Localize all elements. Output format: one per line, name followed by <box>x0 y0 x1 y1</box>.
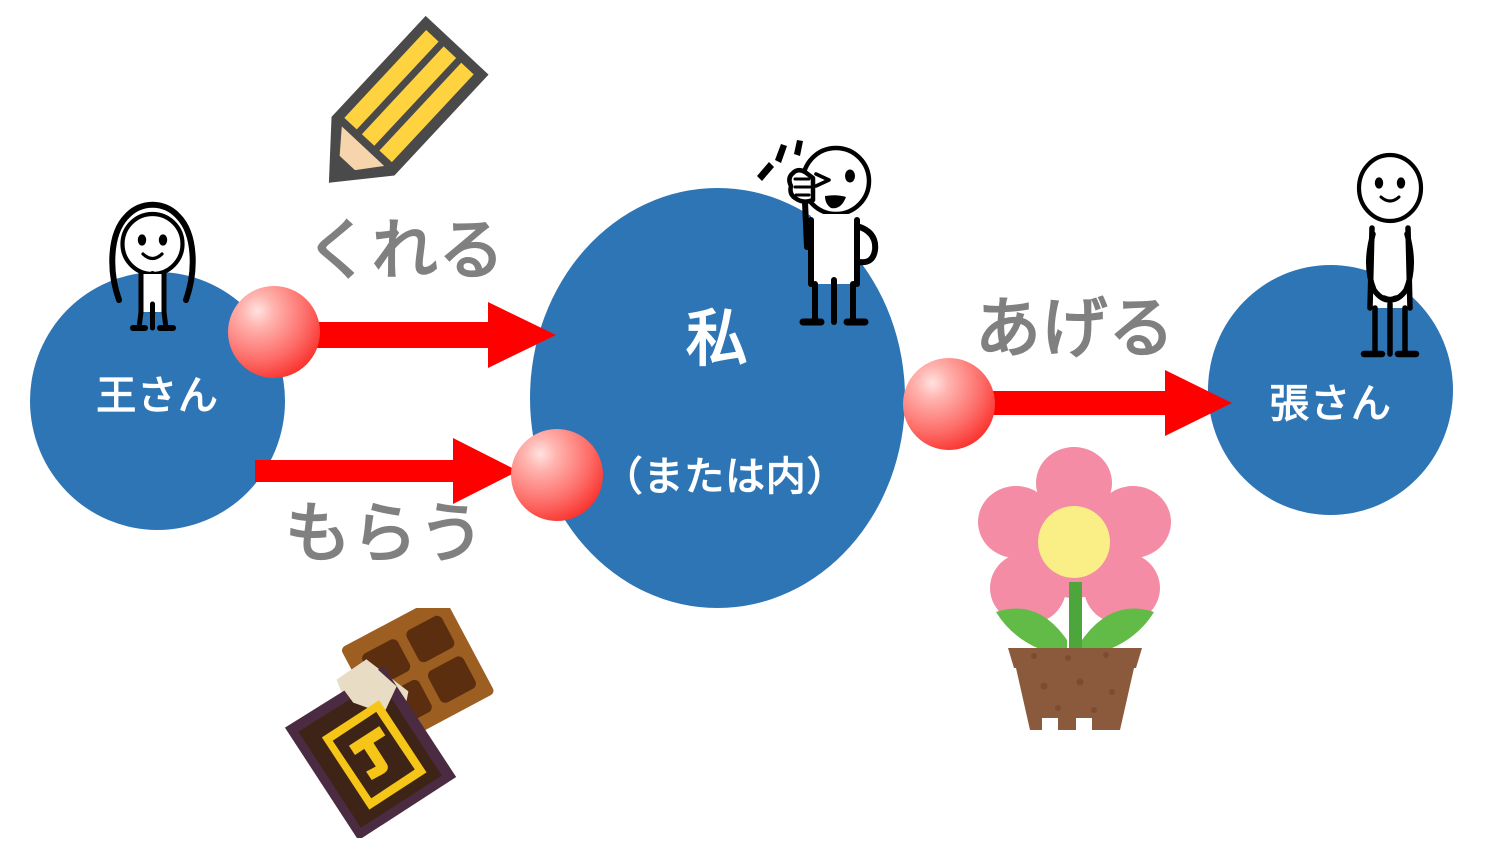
sphere-kureru-source <box>228 286 320 378</box>
potted-flower-icon <box>972 442 1177 740</box>
stick-figure-arms-up <box>95 172 210 334</box>
stick-figure-standing <box>1340 148 1440 368</box>
sphere-morau-target <box>511 429 603 521</box>
node-me-sublabel: （または内） <box>602 455 848 499</box>
node-zhang-label: 張さん <box>1269 382 1392 426</box>
stick-figure-thumbs-up-wink <box>745 134 885 334</box>
node-wang-label: 王さん <box>96 374 219 418</box>
node-me-label: 私 <box>685 305 750 374</box>
arrow-morau <box>255 434 520 504</box>
sphere-ageru-source <box>903 358 995 450</box>
chocolate-bar-icon <box>272 608 524 838</box>
arrow-morau-label: もらう <box>285 496 485 570</box>
arrow-kureru-label: くれる <box>305 213 505 287</box>
pencil-icon <box>286 12 501 217</box>
arrow-ageru-label: あげる <box>975 291 1175 365</box>
arrow-ageru <box>970 368 1235 438</box>
arrow-kureru <box>298 300 558 370</box>
